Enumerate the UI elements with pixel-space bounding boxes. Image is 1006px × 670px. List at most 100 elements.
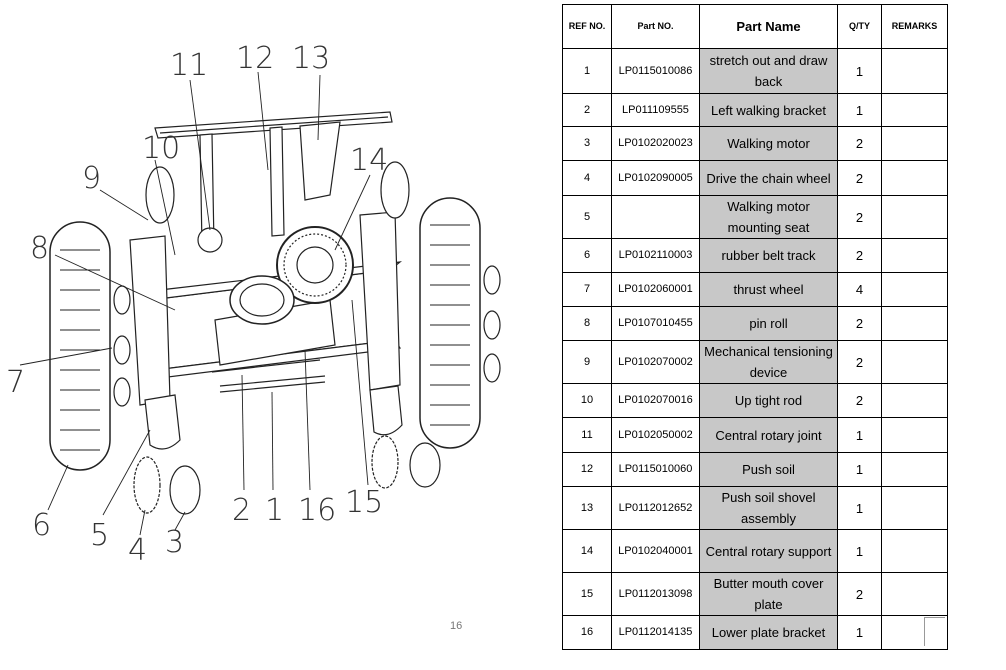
qty-cell: 1 [837, 529, 882, 573]
table-header-row: REF NO. Part NO. Part Name Q/TY REMARKS [562, 4, 948, 49]
part-no-cell: LP0115010060 [611, 452, 700, 487]
qty-cell: 2 [837, 340, 882, 384]
callout-7: 7 [6, 365, 25, 400]
part-no-cell: LP011109555 [611, 93, 700, 127]
qty-cell: 2 [837, 126, 882, 161]
remarks-cell [881, 48, 948, 94]
callout-3: 3 [165, 525, 184, 560]
remarks-cell [881, 486, 948, 530]
callout-5: 5 [90, 518, 109, 553]
part-no-cell: LP0115010086 [611, 48, 700, 94]
part-name-cell: Central rotary joint [699, 417, 838, 453]
table-row: 5 Walking motor mounting seat 2 [562, 195, 948, 239]
table-row: 11 LP0102050002 Central rotary joint 1 [562, 417, 948, 453]
qty-cell: 4 [837, 272, 882, 307]
part-name-cell: rubber belt track [699, 238, 838, 273]
remarks-cell [881, 195, 948, 239]
qty-cell: 1 [837, 93, 882, 127]
part-no-cell: LP0102070016 [611, 383, 700, 418]
callout-9: 9 [82, 161, 101, 196]
header-qty: Q/TY [837, 4, 882, 49]
qty-cell: 2 [837, 306, 882, 341]
qty-cell: 1 [837, 615, 882, 650]
ref-cell: 15 [562, 572, 612, 616]
part-name-cell: Push soil shovel assembly [699, 486, 838, 530]
header-part-name: Part Name [699, 4, 838, 49]
ref-cell: 5 [562, 195, 612, 239]
part-no-cell [611, 195, 700, 239]
part-no-cell: LP0112013098 [611, 572, 700, 616]
ref-cell: 6 [562, 238, 612, 273]
qty-cell: 2 [837, 238, 882, 273]
callout-2: 2 [232, 493, 251, 528]
callout-6: 6 [32, 508, 51, 543]
ref-cell: 8 [562, 306, 612, 341]
header-part-no: Part NO. [611, 4, 700, 49]
header-ref-no: REF NO. [562, 4, 612, 49]
part-name-cell: Walking motor mounting seat [699, 195, 838, 239]
table-row: 12 LP0115010060 Push soil 1 [562, 452, 948, 487]
ref-cell: 12 [562, 452, 612, 487]
table-row: 1 LP0115010086 stretch out and draw back… [562, 48, 948, 94]
part-no-cell: LP0102090005 [611, 160, 700, 196]
qty-cell: 2 [837, 195, 882, 239]
callout-8: 8 [30, 231, 49, 266]
callout-12: 12 [236, 41, 274, 76]
qty-cell: 1 [837, 486, 882, 530]
qty-cell: 1 [837, 48, 882, 94]
part-no-cell: LP0107010455 [611, 306, 700, 341]
part-name-cell: Drive the chain wheel [699, 160, 838, 196]
remarks-cell [881, 272, 948, 307]
part-name-cell: Butter mouth cover plate [699, 572, 838, 616]
remarks-cell [881, 340, 948, 384]
remarks-cell [881, 417, 948, 453]
callout-10: 10 [142, 131, 180, 166]
part-name-cell: Mechanical tensioning device [699, 340, 838, 384]
part-name-cell: Left walking bracket [699, 93, 838, 127]
qty-cell: 1 [837, 417, 882, 453]
part-no-cell: LP0102020023 [611, 126, 700, 161]
table-row: 4 LP0102090005 Drive the chain wheel 2 [562, 160, 948, 196]
callout-4: 4 [128, 533, 147, 568]
part-no-cell: LP0102050002 [611, 417, 700, 453]
remarks-cell [881, 572, 948, 616]
ref-cell: 9 [562, 340, 612, 384]
qty-cell: 1 [837, 452, 882, 487]
table-row: 8 LP0107010455 pin roll 2 [562, 306, 948, 341]
callout-15: 15 [345, 485, 383, 520]
callout-14: 14 [350, 143, 388, 178]
table-row: 6 LP0102110003 rubber belt track 2 [562, 238, 948, 273]
part-no-cell: LP0102110003 [611, 238, 700, 273]
part-name-cell: Push soil [699, 452, 838, 487]
table-row: 14 LP0102040001 Central rotary support 1 [562, 529, 948, 573]
ref-cell: 1 [562, 48, 612, 94]
table-row: 15 LP0112013098 Butter mouth cover plate… [562, 572, 948, 616]
part-name-cell: thrust wheel [699, 272, 838, 307]
callout-11: 11 [170, 48, 208, 83]
callout-16: 16 [298, 493, 336, 528]
remarks-cell [881, 238, 948, 273]
remarks-cell [881, 126, 948, 161]
remarks-cell [881, 383, 948, 418]
table-row: 10 LP0102070016 Up tight rod 2 [562, 383, 948, 418]
part-no-cell: LP0102040001 [611, 529, 700, 573]
ref-cell: 16 [562, 615, 612, 650]
exploded-view-drawing: 11 12 13 10 14 9 8 7 6 5 4 3 2 1 16 15 [6, 41, 501, 568]
table-row: 7 LP0102060001 thrust wheel 4 [562, 272, 948, 307]
ref-cell: 13 [562, 486, 612, 530]
ref-cell: 7 [562, 272, 612, 307]
table-row: 16 LP0112014135 Lower plate bracket 1 [562, 615, 948, 650]
header-remarks: REMARKS [881, 4, 948, 49]
remarks-cell [881, 160, 948, 196]
ref-cell: 2 [562, 93, 612, 127]
ref-cell: 11 [562, 417, 612, 453]
parts-table: REF NO. Part NO. Part Name Q/TY REMARKS … [562, 4, 948, 650]
remarks-cell [881, 529, 948, 573]
qty-cell: 2 [837, 572, 882, 616]
table-row: 3 LP0102020023 Walking motor 2 [562, 126, 948, 161]
page-number: 16 [450, 620, 463, 632]
qty-cell: 2 [837, 160, 882, 196]
part-no-cell: LP0112012652 [611, 486, 700, 530]
qty-cell: 2 [837, 383, 882, 418]
callout-1: 1 [265, 493, 284, 528]
